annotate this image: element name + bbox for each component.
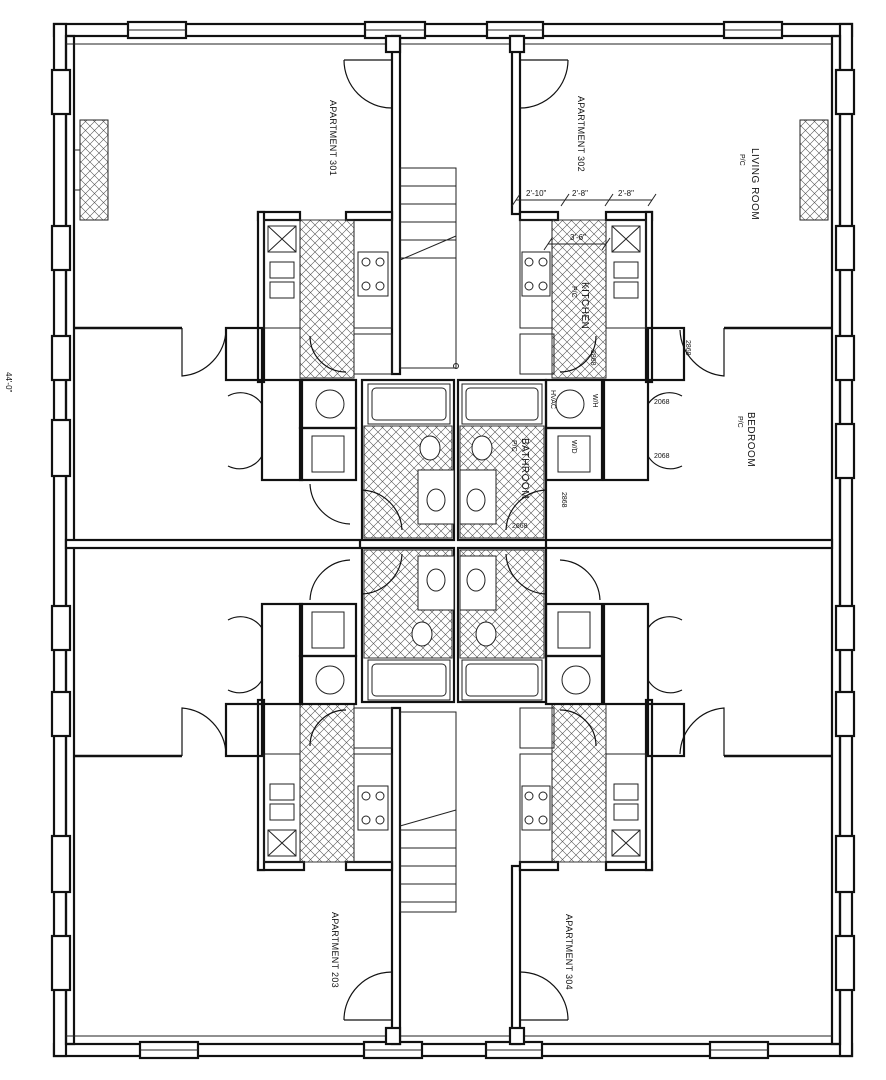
label-washer-dryer: W/D xyxy=(570,440,577,454)
door-tag-3: 2068 xyxy=(654,453,670,460)
label-apartment-301: APARTMENT 301 xyxy=(328,100,338,176)
windows-right xyxy=(834,68,856,992)
label-hvac: HVAC xyxy=(549,390,556,409)
windows-left xyxy=(50,68,72,992)
label-bathroom: BATHROOM xyxy=(519,438,530,499)
dimension-overall: 44'-0" xyxy=(4,372,13,393)
windows-bottom xyxy=(138,1040,770,1060)
kitchen-301 xyxy=(263,219,393,379)
kitchen-302 xyxy=(519,219,647,379)
bathroom-upper-right xyxy=(456,378,548,542)
labels: APARTMENT 301 APARTMENT 302 APARTMENT 20… xyxy=(4,96,760,990)
label-apartment-302: APARTMENT 302 xyxy=(576,96,586,172)
door-tag-2: 2068 xyxy=(654,399,670,406)
dimension-string xyxy=(511,193,657,251)
dimension-4: 3'-6" xyxy=(570,233,586,242)
dimension-2: 2'-8" xyxy=(572,189,588,198)
door-tag-4: 2868 xyxy=(589,350,596,366)
door-tag-6: 2668 xyxy=(512,523,528,530)
label-apartment-304: APARTMENT 304 xyxy=(564,914,574,990)
stair-upper xyxy=(399,167,459,369)
doors xyxy=(181,59,725,1021)
kitchen-203 xyxy=(263,703,393,863)
door-tag-5: 2868 xyxy=(560,492,567,508)
label-bathroom-finish: P/C xyxy=(510,440,517,452)
bathroom-upper-left xyxy=(360,378,456,542)
dimension-3: 2'-8" xyxy=(618,189,634,198)
door-tag-1: 2868 xyxy=(684,340,691,356)
label-kitchen: KITCHEN xyxy=(579,282,590,329)
label-bedroom: BEDROOM xyxy=(745,412,756,467)
fireplace-right xyxy=(799,119,832,221)
dimension-1: 2'-10" xyxy=(526,189,547,198)
label-apartment-203: APARTMENT 203 xyxy=(330,912,340,988)
fireplace-left xyxy=(74,119,109,221)
stair-lower xyxy=(399,711,457,913)
label-bedroom-finish: P/C xyxy=(736,416,743,428)
windows-top xyxy=(126,20,784,40)
utility-closets xyxy=(224,326,686,758)
label-living-room: LIVING ROOM xyxy=(749,148,760,220)
bathroom-lower-left xyxy=(360,546,456,704)
kitchen-304 xyxy=(519,703,647,863)
label-water-heater: W/H xyxy=(591,394,598,408)
label-living-room-finish: P/C xyxy=(738,154,745,166)
bathroom-lower-right xyxy=(456,546,548,704)
label-kitchen-finish: P/C xyxy=(570,286,577,298)
